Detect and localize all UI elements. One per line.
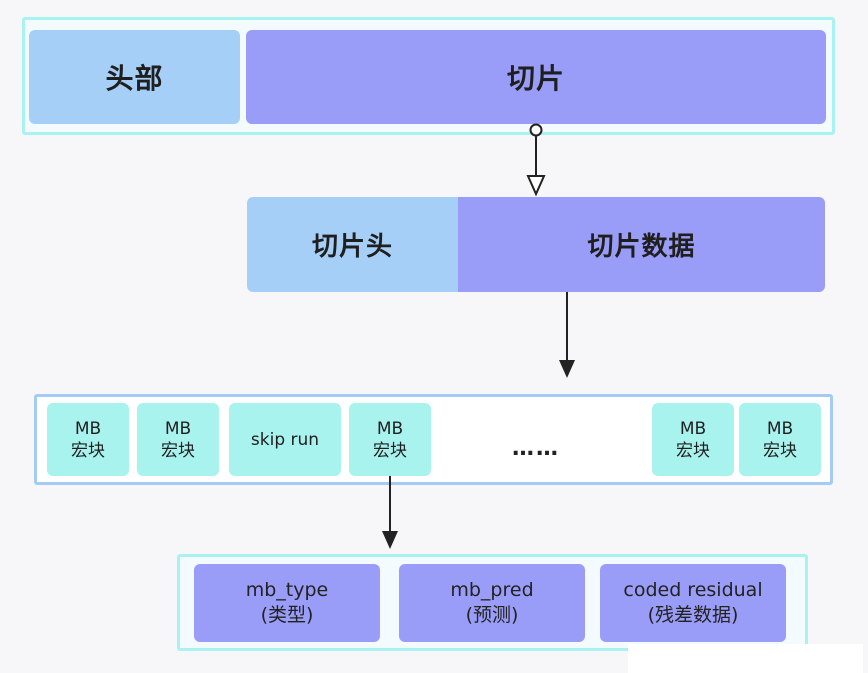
mb-type-name: mb_type (245, 579, 329, 601)
macroblock-2-subtitle: 宏块 (161, 440, 195, 461)
macroblock-5-subtitle: 宏块 (763, 440, 797, 461)
slice-box: 切片 (246, 30, 826, 124)
header-box: 头部 (29, 30, 240, 124)
slice-header-box: 切片头 (247, 197, 458, 292)
macroblock-5-title: MB (766, 418, 794, 439)
solid-arrowhead-1 (559, 360, 575, 378)
mb-type-box: mb_type (类型) (194, 564, 380, 642)
macroblock-4: MB 宏块 (652, 403, 734, 476)
coded-residual-desc: (残差数据) (647, 604, 739, 626)
macroblock-1-subtitle: 宏块 (71, 440, 105, 461)
mb-pred-box: mb_pred (预测) (399, 564, 585, 642)
macroblock-4-subtitle: 宏块 (676, 440, 710, 461)
mb-type-desc: (类型) (260, 604, 314, 626)
slice-header-label: 切片头 (311, 232, 393, 262)
macroblock-2-title: MB (164, 418, 192, 439)
macroblock-3: MB 宏块 (349, 403, 431, 476)
skip-run-box: skip run (229, 403, 341, 476)
mb-pred-desc: (预测) (465, 604, 519, 626)
skip-run-label: skip run (250, 429, 320, 450)
mb-pred-name: mb_pred (450, 579, 534, 601)
macroblock-1: MB 宏块 (47, 403, 129, 476)
macroblock-1-title: MB (74, 418, 102, 439)
header-label: 头部 (105, 62, 164, 95)
solid-arrowhead-2 (382, 531, 398, 549)
slice-label: 切片 (506, 62, 565, 95)
coded-residual-box: coded residual (残差数据) (600, 564, 786, 642)
macroblock-3-title: MB (376, 418, 404, 439)
watermark-area (628, 644, 863, 673)
slice-data-label: 切片数据 (587, 232, 696, 262)
macroblock-3-subtitle: 宏块 (373, 440, 407, 461)
macroblock-2: MB 宏块 (137, 403, 219, 476)
macroblock-5: MB 宏块 (739, 403, 821, 476)
slice-data-box: 切片数据 (458, 197, 825, 292)
coded-residual-name: coded residual (623, 579, 763, 601)
hollow-arrowhead (526, 175, 546, 197)
ellipsis: …… (512, 436, 560, 461)
macroblock-4-title: MB (679, 418, 707, 439)
